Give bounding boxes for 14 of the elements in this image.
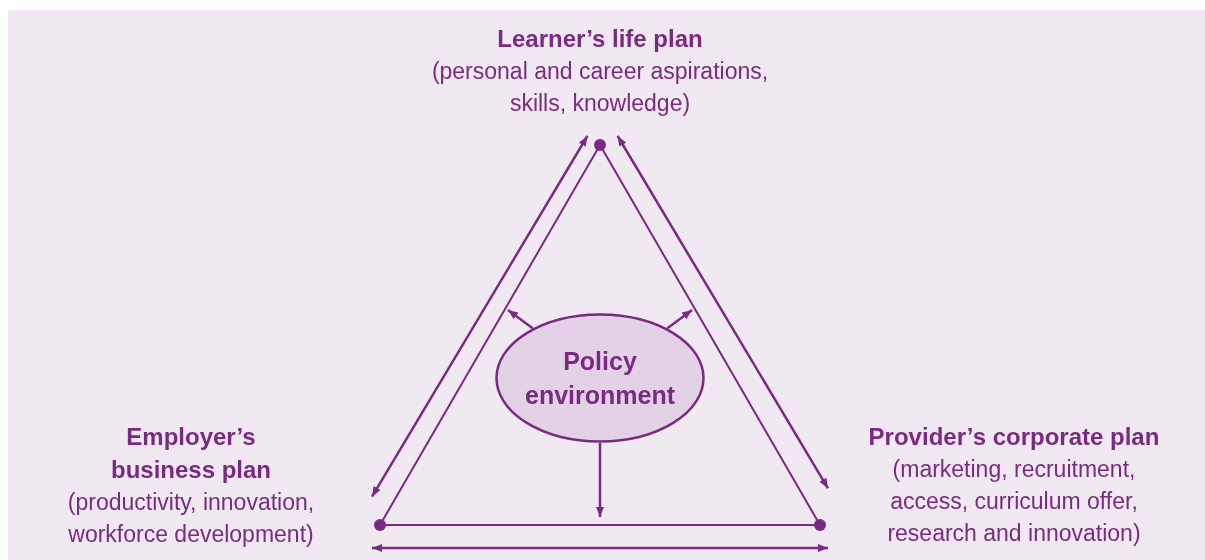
arrow — [666, 309, 693, 330]
arrow — [507, 309, 534, 330]
arrow — [372, 544, 828, 552]
plan-description: (marketing, recruitment, access, curriculum offer, research and innovation) — [886, 455, 1142, 548]
ellipse-label: Policy environment — [524, 346, 676, 411]
plan-description: (personal and career aspirations, skills, knowledge) — [430, 57, 770, 118]
policy-ellipse — [495, 313, 705, 443]
plan-description: (productivity, innovation, workforce development) — [66, 488, 316, 549]
arrow — [616, 135, 830, 489]
arrow — [596, 443, 604, 517]
plan-heading: Provider’s corporate plan — [867, 422, 1161, 452]
plan-heading: Learner’s life plan — [496, 24, 704, 54]
plan-heading: Employer’s business plan — [109, 422, 272, 485]
arrow — [370, 135, 589, 498]
